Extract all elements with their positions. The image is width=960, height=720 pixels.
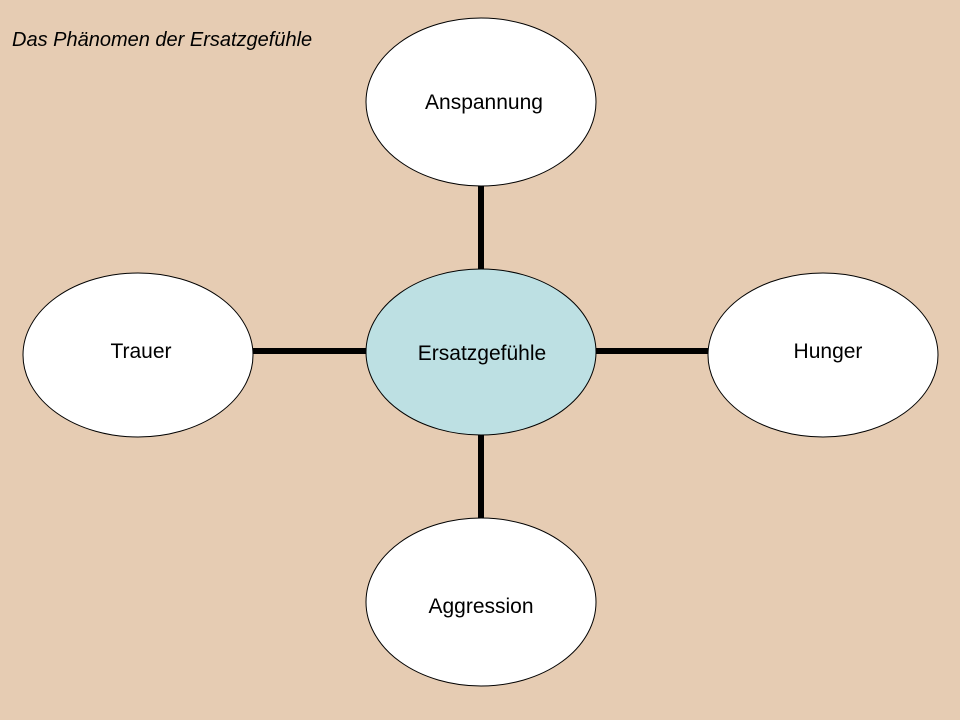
node-anspannung-shape — [365, 17, 597, 187]
slide-title: Das Phänomen der Ersatzgefühle — [12, 29, 313, 51]
node-ersatzgefuehle: Ersatzgefühle — [365, 268, 597, 436]
node-hunger-label: Hunger — [794, 340, 863, 363]
node-hunger: Hunger — [707, 272, 939, 438]
node-aggression-label: Aggression — [428, 595, 533, 618]
node-ersatzgefuehle-label: Ersatzgefühle — [418, 342, 546, 365]
node-ersatzgefuehle-shape — [365, 268, 597, 436]
node-anspannung: Anspannung — [365, 17, 597, 187]
node-aggression: Aggression — [365, 517, 597, 687]
node-trauer-shape — [22, 272, 254, 438]
node-hunger-shape — [707, 272, 939, 438]
node-trauer-label: Trauer — [110, 340, 171, 363]
node-trauer: Trauer — [22, 272, 254, 438]
node-aggression-shape — [365, 517, 597, 687]
node-anspannung-label: Anspannung — [425, 91, 543, 114]
